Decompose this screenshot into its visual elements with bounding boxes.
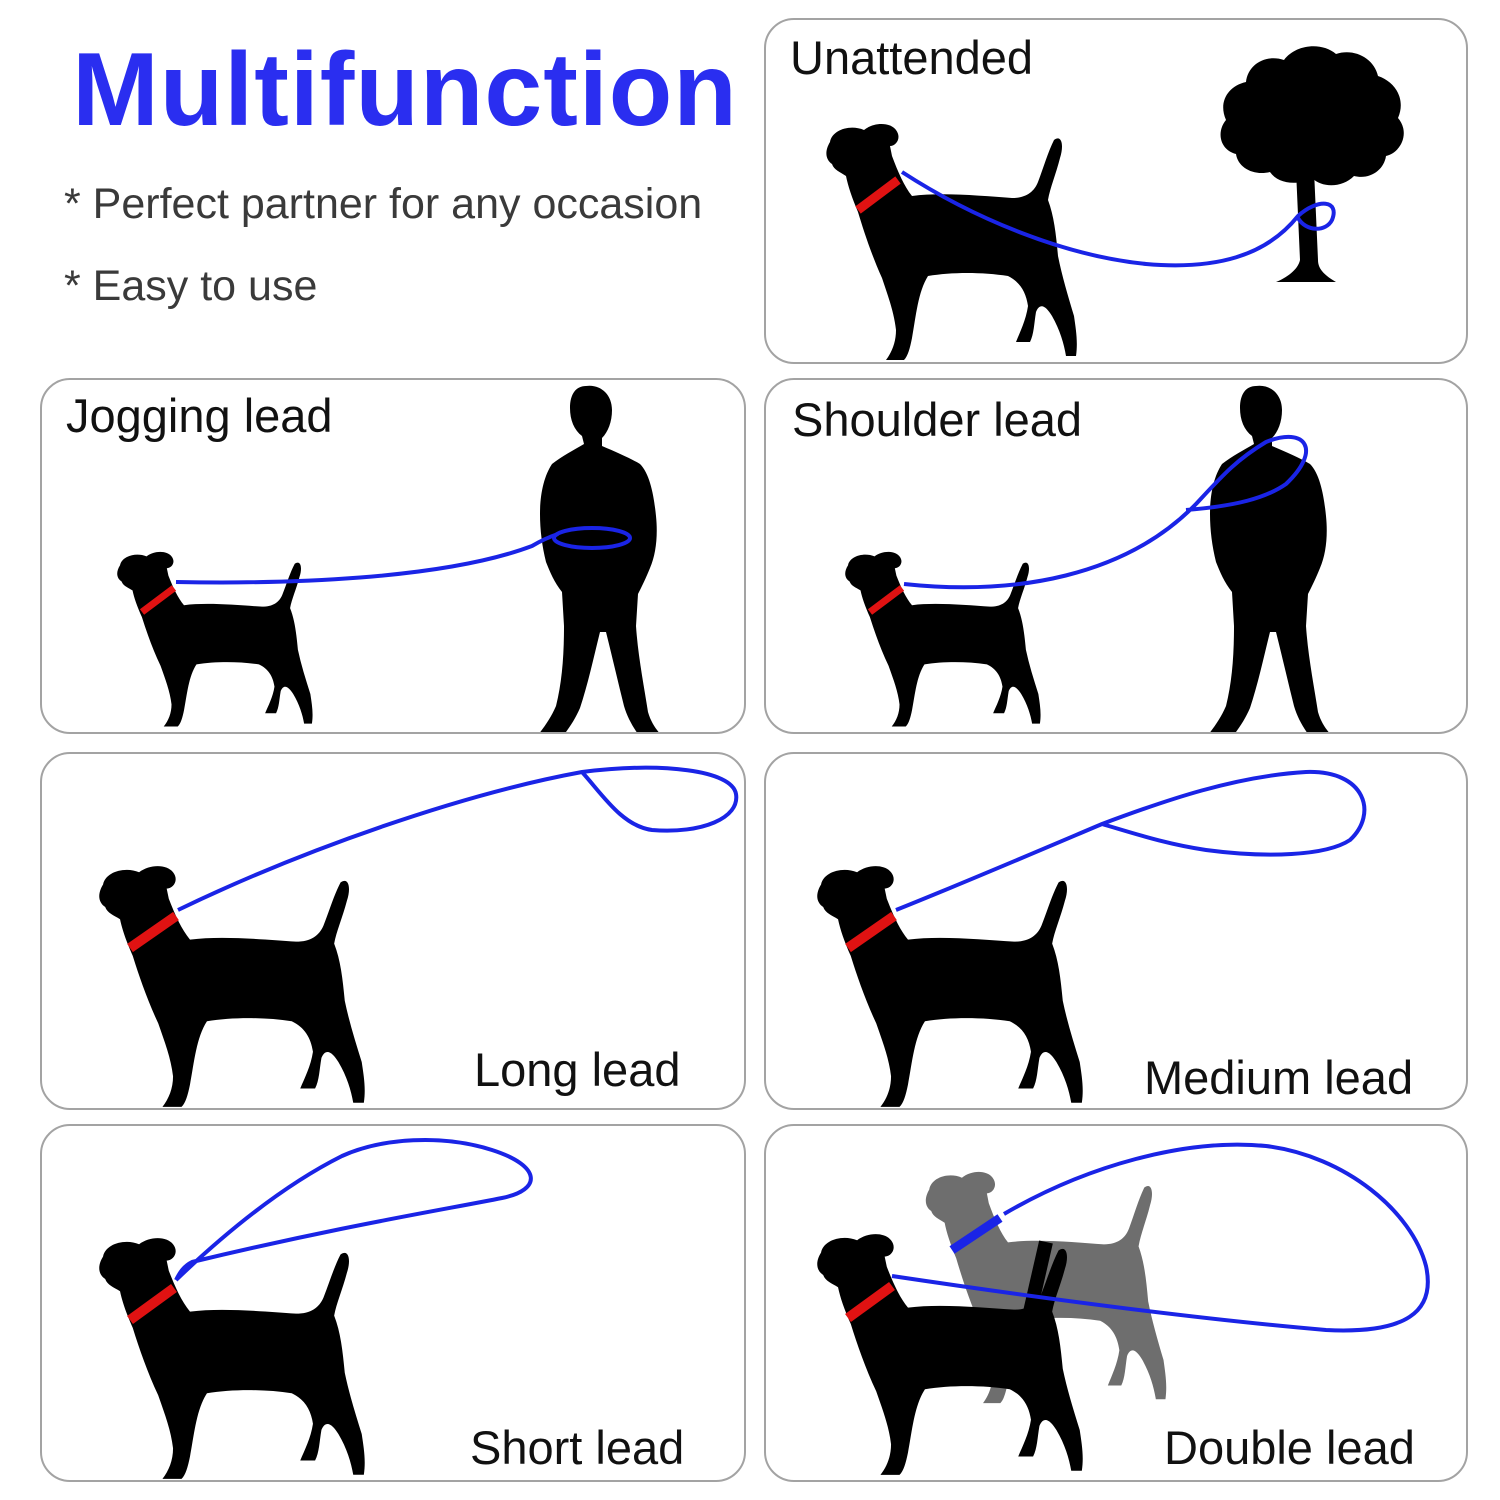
leash-icon — [177, 765, 739, 912]
shoulder-illustration — [845, 385, 1336, 732]
panel-label-long: Long lead — [474, 1043, 681, 1096]
double-lead-illustration — [817, 1142, 1430, 1475]
person-silhouette-icon — [1204, 385, 1336, 732]
dog-silhouette-icon — [817, 866, 1083, 1107]
unattended-illustration — [826, 46, 1404, 360]
panel-label-short: Short lead — [470, 1421, 685, 1474]
leash-icon — [900, 170, 1336, 268]
long-lead-illustration — [99, 765, 739, 1107]
panel-jogging-lead: Jogging lead — [40, 378, 746, 734]
collar-icon — [127, 1283, 177, 1325]
leash-icon — [903, 435, 1308, 590]
tree-silhouette-icon — [1220, 46, 1404, 282]
panel-double-lead: Double lead — [764, 1124, 1468, 1482]
collar-icon — [867, 585, 905, 615]
panel-short-lead: Short lead — [40, 1124, 746, 1482]
feature-bullet-occasion: * Perfect partner for any occasion — [64, 180, 703, 228]
harness-strap — [1023, 1240, 1053, 1314]
collar-icon — [845, 1281, 895, 1323]
leash-icon — [895, 769, 1367, 912]
dog-silhouette-icon — [845, 551, 1041, 727]
page-title: Multifunction — [72, 32, 738, 148]
panel-shoulder-lead: Shoulder lead — [764, 378, 1468, 734]
waist-loop — [552, 526, 632, 550]
panel-label-jogging: Jogging lead — [66, 389, 333, 442]
leash-icon — [174, 1138, 533, 1282]
panel-label-unattended: Unattended — [790, 31, 1034, 84]
leash-icon — [891, 1142, 1430, 1333]
dog-silhouette-icon — [99, 866, 365, 1107]
second-dog-collar-icon — [949, 1214, 1003, 1254]
collar-icon — [855, 176, 901, 214]
collar-icon — [139, 585, 177, 615]
panel-long-lead: Long lead — [40, 752, 746, 1110]
dog-silhouette-icon — [826, 124, 1077, 360]
panel-label-shoulder: Shoulder lead — [792, 393, 1083, 446]
jogging-illustration — [117, 385, 666, 732]
leash-icon — [175, 532, 559, 585]
medium-lead-illustration — [817, 769, 1367, 1107]
panel-label-double: Double lead — [1164, 1421, 1415, 1474]
collar-icon — [845, 911, 897, 953]
collar-icon — [127, 911, 179, 953]
panel-medium-lead: Medium lead — [764, 752, 1468, 1110]
person-silhouette-icon — [534, 385, 666, 732]
feature-bullet-easy: * Easy to use — [64, 262, 318, 310]
panel-unattended: Unattended — [764, 18, 1468, 364]
short-lead-illustration — [99, 1138, 533, 1479]
dog-silhouette-icon — [99, 1238, 365, 1479]
panel-label-medium: Medium lead — [1144, 1051, 1414, 1104]
dog-silhouette-icon — [117, 551, 313, 727]
